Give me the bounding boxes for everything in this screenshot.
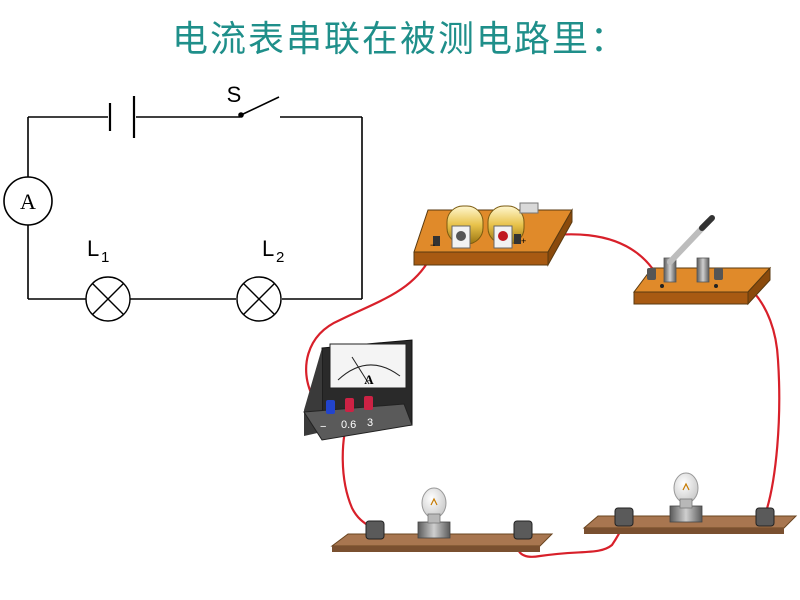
battery-holder: − +: [413, 202, 573, 267]
lamp2-symbol: [236, 276, 282, 322]
lamp1-subscript: 1: [101, 249, 109, 266]
battery-symbol: [108, 96, 136, 138]
switch-label: S: [227, 82, 242, 107]
lamp1-label: L: [87, 236, 99, 261]
lamp2-subscript: 2: [276, 249, 284, 266]
ammeter-terminal-minus: −: [320, 421, 326, 433]
ammeter-symbol-letter: A: [20, 189, 36, 214]
lamp2-label: L: [262, 236, 274, 261]
knife-switch: [633, 215, 772, 306]
lamp1-symbol: [85, 276, 131, 322]
ammeter-device: A − 0.6 3: [303, 339, 413, 441]
switch-symbol: [238, 96, 280, 118]
ammeter-face-letter: A: [364, 372, 374, 387]
wire-switch-to-lamp2: [706, 268, 781, 514]
ammeter-terminal-06: 0.6: [341, 419, 356, 431]
circuit-schematic: [27, 116, 363, 300]
ammeter-symbol: A: [3, 176, 53, 226]
svg-text:−: −: [430, 240, 435, 250]
ammeter-terminal-3: 3: [367, 417, 373, 429]
lamp-board-1: [330, 487, 554, 552]
page-title: 电流表串联在被测电路里：: [171, 19, 628, 60]
svg-text:+: +: [521, 236, 526, 246]
lamp-board-2: [582, 472, 798, 534]
